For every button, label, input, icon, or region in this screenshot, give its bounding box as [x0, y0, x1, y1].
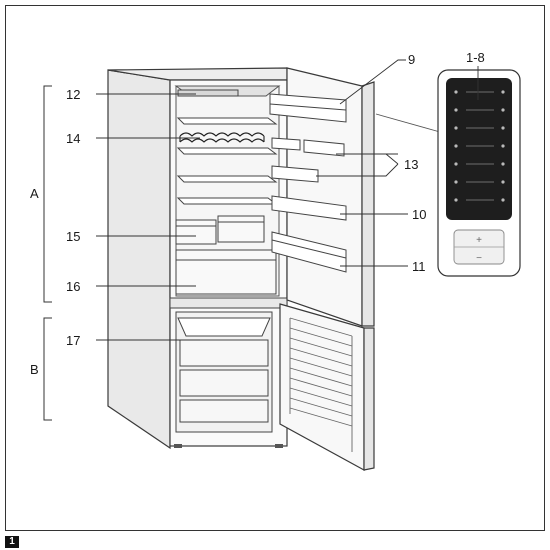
callout-17: 17 [66, 333, 80, 348]
panel-row-indicator [501, 90, 505, 94]
plus-symbol: + [476, 235, 482, 246]
figure-number-badge: 1 [5, 536, 19, 548]
interior-light [177, 89, 239, 97]
panel-pointer-line [375, 113, 441, 133]
bottle-rack [179, 132, 265, 143]
leader-lines-left [96, 93, 200, 341]
minus-symbol: − [476, 253, 482, 264]
freezer-door-grille [289, 317, 353, 452]
section-label-b: B [30, 362, 39, 377]
panel-row-indicator [501, 108, 505, 112]
panel-buttons: + − [453, 229, 505, 265]
vegetable-drawer [175, 249, 277, 295]
callout-14: 14 [66, 131, 80, 146]
section-bracket-a [43, 85, 52, 303]
fridge-feet [174, 444, 283, 448]
small-drawers [175, 215, 265, 245]
panel-row-indicator [454, 108, 458, 112]
glass-shelves [176, 117, 278, 205]
leader-lines-right [316, 59, 479, 267]
panel-row-indicator [501, 180, 505, 184]
figure-frame [5, 5, 545, 531]
callout-12: 12 [66, 87, 80, 102]
callout-1-8: 1-8 [466, 50, 485, 65]
panel-row-indicator [501, 144, 505, 148]
door-shelves [269, 93, 347, 273]
callout-13: 13 [404, 157, 418, 172]
callout-10: 10 [412, 207, 426, 222]
panel-row-indicator [454, 126, 458, 130]
panel-row-indicator [454, 144, 458, 148]
panel-row-indicator [454, 162, 458, 166]
freezer-compartment [175, 311, 273, 433]
panel-row-indicator [454, 90, 458, 94]
panel-row-indicator [501, 198, 505, 202]
section-bracket-b [43, 317, 52, 421]
panel-row-indicator [454, 198, 458, 202]
control-panel-rows [454, 90, 505, 202]
panel-row-indicator [501, 162, 505, 166]
panel-row-indicator [454, 180, 458, 184]
panel-row-indicator [501, 126, 505, 130]
compartment-divider [169, 297, 288, 309]
section-label-a: A [30, 186, 39, 201]
callout-15: 15 [66, 229, 80, 244]
callout-16: 16 [66, 279, 80, 294]
callout-11: 11 [412, 259, 426, 274]
callout-9: 9 [408, 52, 415, 67]
control-panel [437, 69, 521, 277]
